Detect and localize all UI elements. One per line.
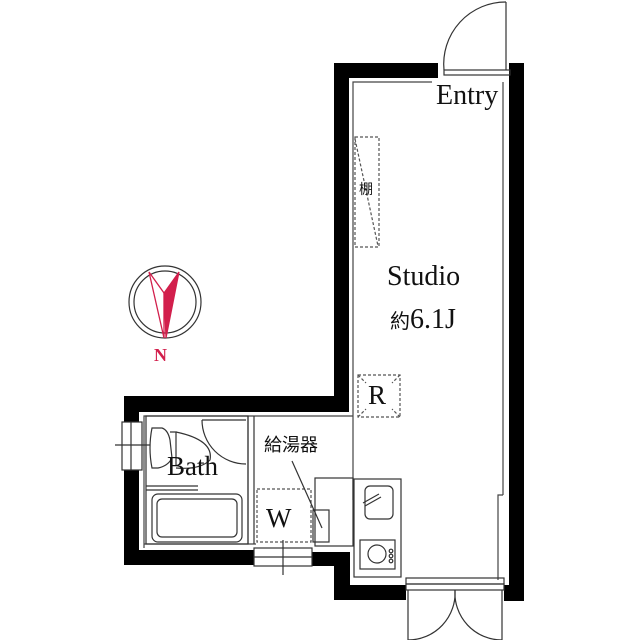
shelf [354,136,380,248]
inner-outline [352,81,504,580]
toilet [149,427,211,469]
bathtub [151,493,243,543]
area-prefix: 約 [390,309,410,333]
refrigerator-space [357,374,401,418]
area-value: 6.1J [410,304,456,335]
studio-area-label: 約6.1J [390,306,456,334]
room-label-bath: Bath [167,451,218,481]
washer-label: W [266,503,292,533]
washer-space [256,488,312,543]
water-heater [291,460,354,547]
room-label-entry: Entry [436,80,499,111]
water-heater-label: 給湯器 [264,435,318,456]
shelf-label: 棚 [359,182,373,198]
entry-door[interactable] [443,1,511,76]
bathroom-door[interactable] [201,419,247,465]
kitchen-counter [353,478,402,578]
exterior-walls [124,63,524,601]
washer-window [253,540,313,575]
bathroom-partition [145,415,255,545]
balcony-doors[interactable] [405,577,505,640]
room-label-studio: Studio [387,261,461,292]
compass-north-label: N [154,345,167,365]
compass-icon [128,265,202,339]
refrigerator-label: R [368,380,387,410]
bath-window [115,421,150,471]
